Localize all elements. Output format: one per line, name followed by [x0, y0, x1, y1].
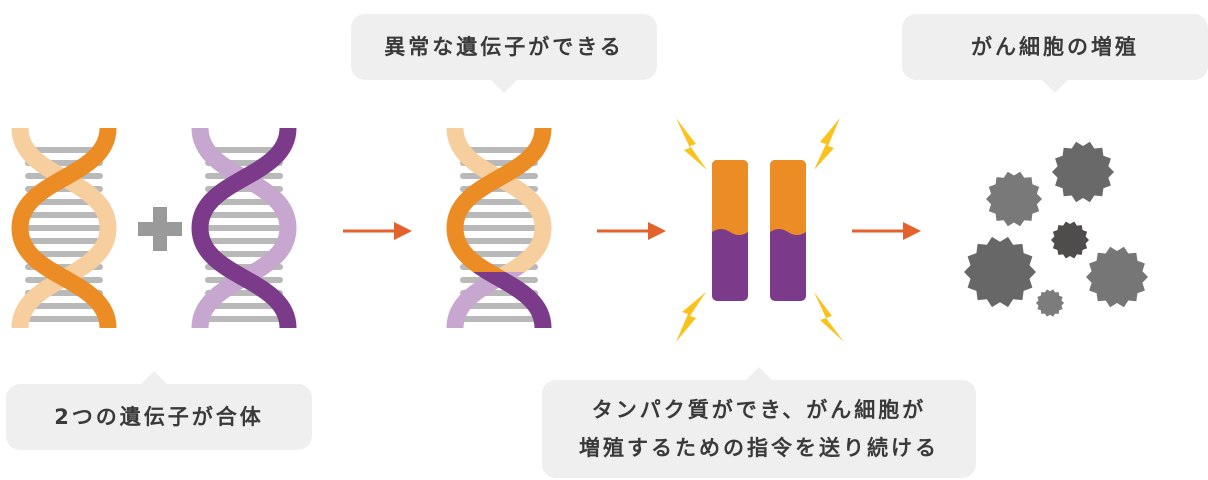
chromosome-icon — [712, 160, 806, 301]
bubble-tail — [491, 80, 517, 93]
bubble-tail — [1042, 80, 1068, 93]
label-fusion-text: 2つの遺伝子が合体 — [54, 405, 264, 429]
dna-purple-icon — [191, 127, 297, 329]
lightning-icon — [814, 118, 840, 170]
arrow-right-icon — [852, 222, 921, 240]
cancer-cell-icon — [1052, 141, 1114, 203]
label-abnormal-gene: 異常な遺伝子ができる — [351, 14, 657, 93]
cancer-cell-icon — [1051, 221, 1089, 259]
lightning-icon — [676, 292, 706, 342]
bubble-tail — [141, 371, 167, 384]
cancer-cells — [964, 141, 1148, 317]
lightning-icon — [814, 292, 844, 342]
cancer-cell-icon — [1036, 289, 1064, 317]
label-protein-line1: タンパク質ができ、がん細胞が — [591, 398, 927, 422]
label-cancer-growth: がん細胞の増殖 — [902, 14, 1208, 93]
plus-icon — [138, 207, 182, 251]
cancer-cell-icon — [986, 171, 1042, 227]
dna-orange-icon — [11, 127, 117, 329]
bubble-tail — [746, 367, 772, 380]
lightning-icon — [676, 118, 707, 170]
arrow-right-icon — [343, 222, 412, 240]
label-abnormal-gene-text: 異常な遺伝子ができる — [384, 35, 624, 59]
label-protein-signal: タンパク質ができ、がん細胞が 増殖するための指令を送り続ける — [542, 367, 976, 478]
arrow-right-icon — [597, 222, 666, 240]
dna-fused-icon — [446, 127, 552, 329]
cancer-cell-icon — [1086, 246, 1148, 308]
label-fusion: 2つの遺伝子が合体 — [6, 371, 312, 450]
label-cancer-growth-text: がん細胞の増殖 — [971, 35, 1139, 59]
label-protein-line2: 増殖するための指令を送り続ける — [579, 436, 939, 460]
cancer-cell-icon — [964, 236, 1036, 308]
